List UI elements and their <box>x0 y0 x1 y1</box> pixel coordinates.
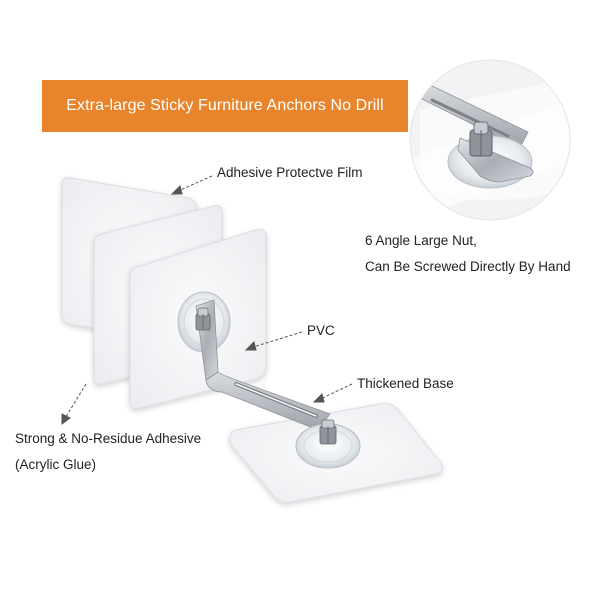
title-banner: Extra-large Sticky Furniture Anchors No … <box>42 80 408 132</box>
hex-nut-upper <box>195 307 211 331</box>
label-adhesive-line2: (Acrylic Glue) <box>15 457 97 472</box>
label-adhesive-line1: Strong & No-Residue Adhesive <box>15 431 202 446</box>
label-hex-nut-line1: 6 Angle Large Nut, <box>365 233 477 248</box>
label-pvc: PVC <box>307 323 335 338</box>
leader-lines <box>61 175 353 425</box>
hex-nut-lower <box>319 419 337 445</box>
label-hex-nut-line2: Can Be Screwed Directly By Hand <box>365 259 571 274</box>
label-adhesive-protective-film: Adhesive Protectve Film <box>217 165 363 180</box>
label-thickened-base: Thickened Base <box>357 376 454 391</box>
banner-title: Extra-large Sticky Furniture Anchors No … <box>66 97 384 114</box>
zoom-detail-circle <box>409 59 571 221</box>
